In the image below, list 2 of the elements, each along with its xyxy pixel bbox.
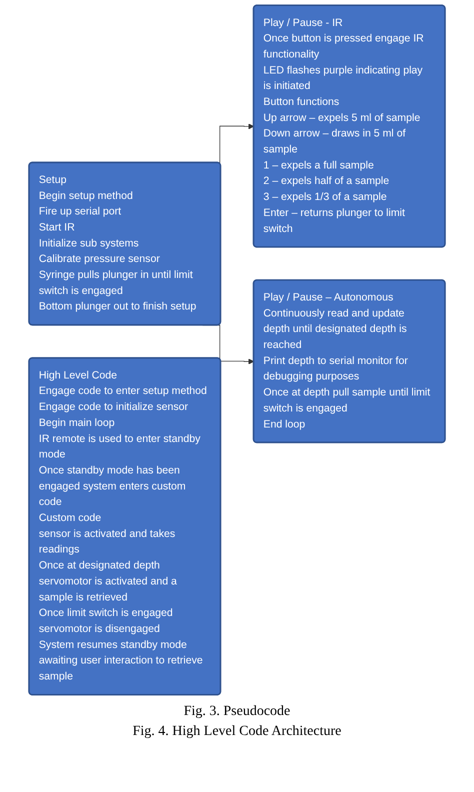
figure-caption: Fig. 3. Pseudocode — [182, 704, 292, 720]
figure-caption: Fig. 4. High Level Code Architecture — [132, 724, 342, 740]
